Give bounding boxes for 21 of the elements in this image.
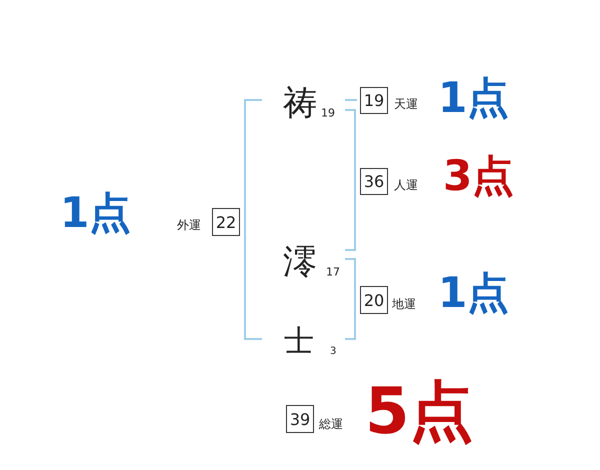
name-character: 祷	[283, 86, 317, 120]
name-character: 士	[284, 327, 314, 357]
stroke-count: 3	[330, 347, 336, 357]
stroke-count: 19	[321, 108, 335, 118]
name-character: 澪	[283, 245, 317, 279]
fortune-label: 外運	[177, 219, 201, 231]
fortune-label: 地運	[392, 298, 416, 310]
score-text: 1点	[438, 77, 510, 119]
stroke-count-box: 39	[286, 405, 314, 433]
stroke-count-box: 22	[212, 208, 240, 236]
stroke-count-box: 36	[360, 168, 388, 195]
score-text: 1点	[438, 272, 510, 314]
fortune-label: 総運	[319, 418, 343, 430]
score-text: 3点	[443, 155, 514, 197]
fortune-label: 天運	[394, 98, 418, 110]
stroke-count: 17	[326, 266, 340, 278]
stroke-count-box: 19	[360, 87, 388, 114]
fortune-label: 人運	[394, 179, 418, 191]
score-text: 5点	[365, 380, 474, 444]
stroke-count-box: 20	[360, 286, 388, 314]
score-text: 1点	[60, 192, 132, 234]
